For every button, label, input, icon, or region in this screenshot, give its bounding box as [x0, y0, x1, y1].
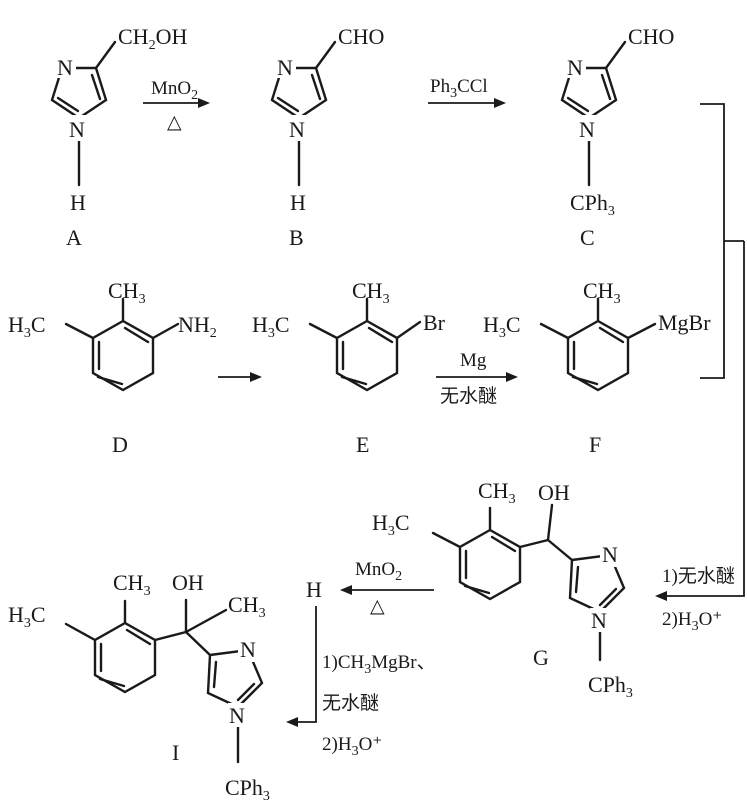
arrow-d-e [218, 372, 262, 382]
svg-text:无水醚: 无水醚 [322, 692, 379, 714]
compound-a: N N H CH2OH A [50, 24, 187, 250]
bracket-c-f [655, 103, 745, 601]
svg-text:N: N [277, 55, 293, 80]
svg-text:N: N [229, 703, 245, 728]
compound-label-h: H [306, 577, 322, 602]
svg-text:2)H3O⁺: 2)H3O⁺ [662, 609, 722, 634]
svg-text:2)H3O⁺: 2)H3O⁺ [322, 734, 382, 759]
svg-text:△: △ [167, 112, 182, 133]
svg-text:OH: OH [172, 570, 204, 595]
svg-text:N: N [591, 608, 607, 633]
svg-text:CH3: CH3 [113, 570, 151, 599]
compound-e: CH3 H3C Br E [252, 278, 446, 457]
svg-text:CPh3: CPh3 [225, 775, 270, 804]
arrow-b-c: Ph3CCl [428, 76, 506, 108]
compound-i: N N CPh3 CH3 H3C OH CH3 I [8, 570, 270, 804]
compound-label-b: B [289, 225, 304, 250]
substituent-cho: CHO [338, 24, 384, 49]
compound-label-d: D [112, 432, 128, 457]
compound-label-f: F [589, 432, 601, 457]
compound-f: CH3 H3C MgBr F [483, 278, 711, 457]
svg-text:CHO: CHO [628, 24, 674, 49]
svg-text:CH3: CH3 [583, 278, 621, 307]
compound-b: N N H CHO B [270, 24, 384, 250]
svg-text:MgBr: MgBr [658, 310, 711, 335]
compound-label-e: E [356, 432, 369, 457]
svg-text:Ph3CCl: Ph3CCl [430, 76, 488, 101]
svg-text:MnO2: MnO2 [355, 559, 402, 584]
compound-label-a: A [66, 225, 82, 250]
svg-text:N: N [240, 637, 256, 662]
svg-text:N: N [579, 117, 595, 142]
conditions-to-g: 1)无水醚 2)H3O⁺ [662, 565, 735, 634]
svg-text:NH2: NH2 [178, 312, 217, 341]
svg-text:H3C: H3C [483, 312, 521, 341]
svg-text:MnO2: MnO2 [151, 78, 198, 103]
svg-text:N: N [567, 55, 583, 80]
svg-text:△: △ [370, 596, 385, 617]
atom-label: H [70, 190, 86, 215]
svg-text:OH: OH [538, 480, 570, 505]
svg-text:H3C: H3C [372, 510, 410, 539]
svg-text:N: N [289, 117, 305, 142]
svg-text:无水醚: 无水醚 [440, 385, 497, 407]
compound-d: CH3 H3C NH2 D [8, 278, 217, 457]
svg-text:CPh3: CPh3 [570, 190, 615, 219]
svg-text:1)CH3MgBr、: 1)CH3MgBr、 [322, 652, 436, 677]
svg-text:CH3: CH3 [228, 592, 266, 621]
svg-text:H: H [290, 190, 306, 215]
atom-label: N [69, 117, 85, 142]
arrow-g-h: MnO2 △ [340, 559, 434, 617]
compound-label-i: I [172, 740, 179, 765]
svg-text:CH3: CH3 [352, 278, 390, 307]
arrow-e-f: Mg 无水醚 [436, 350, 518, 407]
svg-text:H3C: H3C [252, 312, 290, 341]
svg-text:1)无水醚: 1)无水醚 [662, 565, 735, 587]
svg-text:CH3: CH3 [478, 478, 516, 507]
compound-label-c: C [580, 225, 595, 250]
compound-g: N N CPh3 CH3 H3C OH G [372, 478, 633, 701]
arrow-a-b: MnO2 △ [143, 78, 210, 133]
svg-text:H3C: H3C [8, 602, 46, 631]
arrow-h-i: 1)CH3MgBr、 无水醚 2)H3O⁺ [286, 606, 436, 759]
svg-text:Br: Br [423, 310, 446, 335]
substituent-ch2oh: CH2OH [118, 24, 187, 53]
svg-text:N: N [602, 542, 618, 567]
svg-text:H3C: H3C [8, 312, 46, 341]
svg-text:CPh3: CPh3 [588, 672, 633, 701]
svg-text:Mg: Mg [460, 350, 487, 371]
svg-text:CH3: CH3 [108, 278, 146, 307]
compound-label-g: G [533, 645, 549, 670]
atom-label: N [57, 55, 73, 80]
compound-c: N N CPh3 CHO C [560, 24, 674, 250]
